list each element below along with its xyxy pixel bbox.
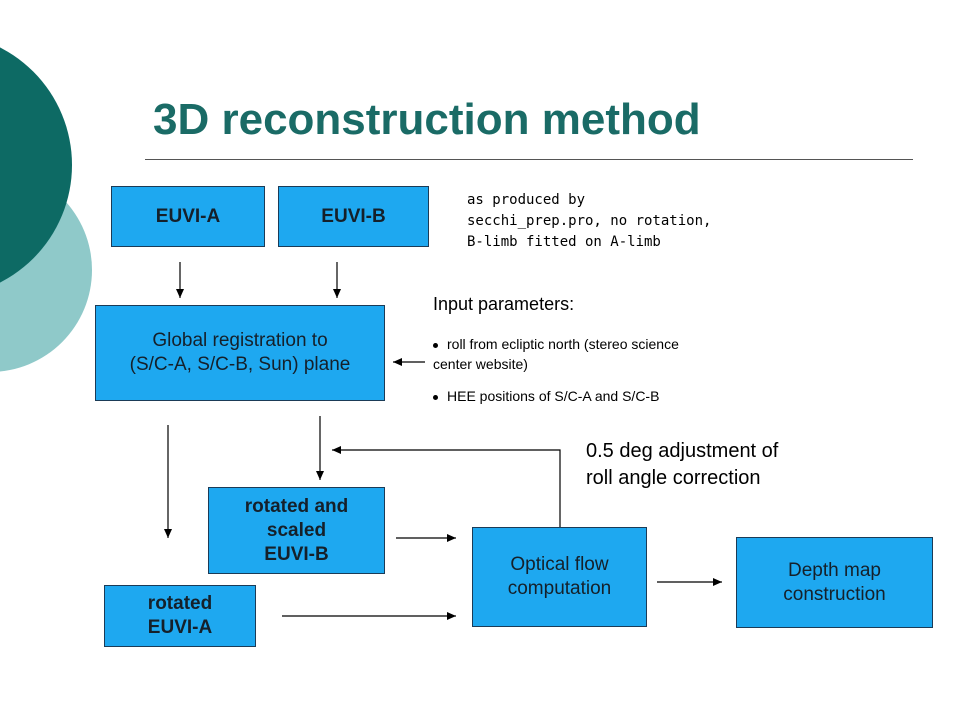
roll-adjustment-line1: 0.5 deg adjustment of: [586, 440, 779, 462]
euvi-a-box: EUVI-A: [111, 186, 265, 247]
rotated-scaled-euvi-b-box: rotated and scaled EUVI-B: [208, 487, 385, 574]
rotated-scaled-line2: scaled: [266, 519, 327, 541]
title-divider: [145, 159, 913, 160]
rotated-scaled-line1: rotated and: [244, 495, 349, 517]
optical-flow-line1: Optical flow: [510, 554, 609, 575]
produced-by-line1: as produced by: [467, 192, 586, 208]
euvi-b-box: EUVI-B: [278, 186, 429, 247]
rotated-euvi-a-box: rotated EUVI-A: [104, 585, 256, 647]
produced-by-line3: B-limb fitted on A-limb: [467, 234, 661, 250]
arrow-feedback-loop: [332, 446, 561, 527]
optical-flow-line2: computation: [507, 578, 612, 599]
euvi-b-label: EUVI-B: [321, 205, 386, 227]
global-registration-line2: (S/C-A, S/C-B, Sun) plane: [129, 354, 351, 375]
bullet1-line1: roll from ecliptic north (stereo science: [447, 336, 679, 352]
dark-teal-circle: [0, 47, 72, 283]
roll-adjustment-note: 0.5 deg adjustment of roll angle correct…: [586, 438, 778, 492]
depth-map-line2: construction: [783, 583, 886, 605]
depth-map-box: Depth map construction: [736, 537, 933, 628]
input-parameters-heading: Input parameters:: [433, 294, 575, 314]
produced-by-line2: secchi_prep.pro, no rotation,: [467, 213, 712, 229]
rotated-a-line1: rotated: [147, 593, 213, 614]
global-registration-line1: Global registration to: [152, 330, 328, 351]
euvi-a-label: EUVI-A: [155, 205, 221, 227]
produced-by-note: as produced by secchi_prep.pro, no rotat…: [467, 190, 711, 253]
rotated-scaled-line3: EUVI-B: [264, 543, 329, 565]
depth-map-line1: Depth map: [788, 559, 881, 581]
global-registration-box: Global registration to (S/C-A, S/C-B, Su…: [95, 305, 385, 401]
rotated-a-line2: EUVI-A: [147, 617, 213, 638]
bullet-dot: [433, 342, 438, 348]
optical-flow-box: Optical flow computation: [472, 527, 647, 627]
input-parameters-bullet-1: roll from ecliptic north (stereo science…: [433, 334, 793, 374]
bullet2-text: HEE positions of S/C-A and S/C-B: [447, 388, 660, 404]
input-parameters-bullet-2: HEE positions of S/C-A and S/C-B: [433, 386, 659, 406]
bullet1-line2: center website): [433, 356, 528, 372]
roll-adjustment-line2: roll angle correction: [586, 467, 761, 489]
page-title: 3D reconstruction method: [153, 95, 701, 144]
bullet-dot: [433, 394, 438, 400]
